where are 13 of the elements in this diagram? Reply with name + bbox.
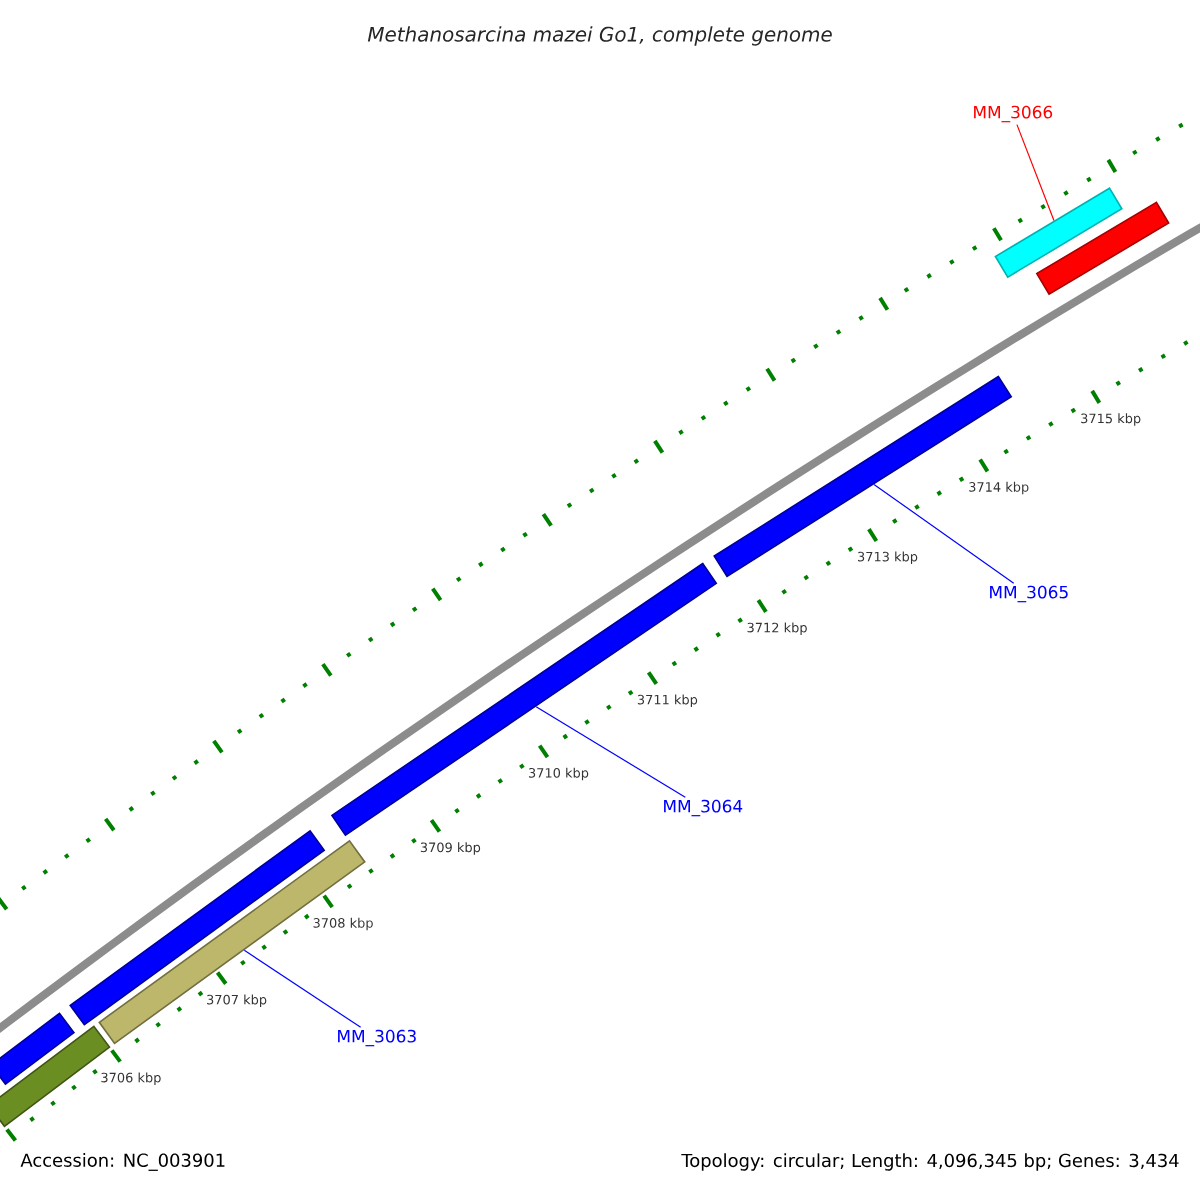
leader-line	[873, 483, 1015, 584]
gene-label: MM_3063	[338, 1029, 416, 1047]
summary-text: Topology: circular; Length: 4,096,345 bp; Genes: 3,434	[681, 1153, 1179, 1171]
gene-bar	[1035, 201, 1170, 296]
leader-line	[243, 949, 362, 1028]
gene-bar	[994, 187, 1123, 279]
leader-line	[1016, 124, 1055, 222]
leader-line	[535, 706, 686, 798]
gene-label: MM_3065	[990, 585, 1068, 603]
title: Methanosarcina mazei Go1, complete genome	[367, 26, 832, 46]
gene-label: MM_3064	[664, 799, 743, 817]
gene-label: MM_3066	[974, 105, 1053, 123]
accession-text: Accession: NC_003901	[20, 1153, 225, 1171]
